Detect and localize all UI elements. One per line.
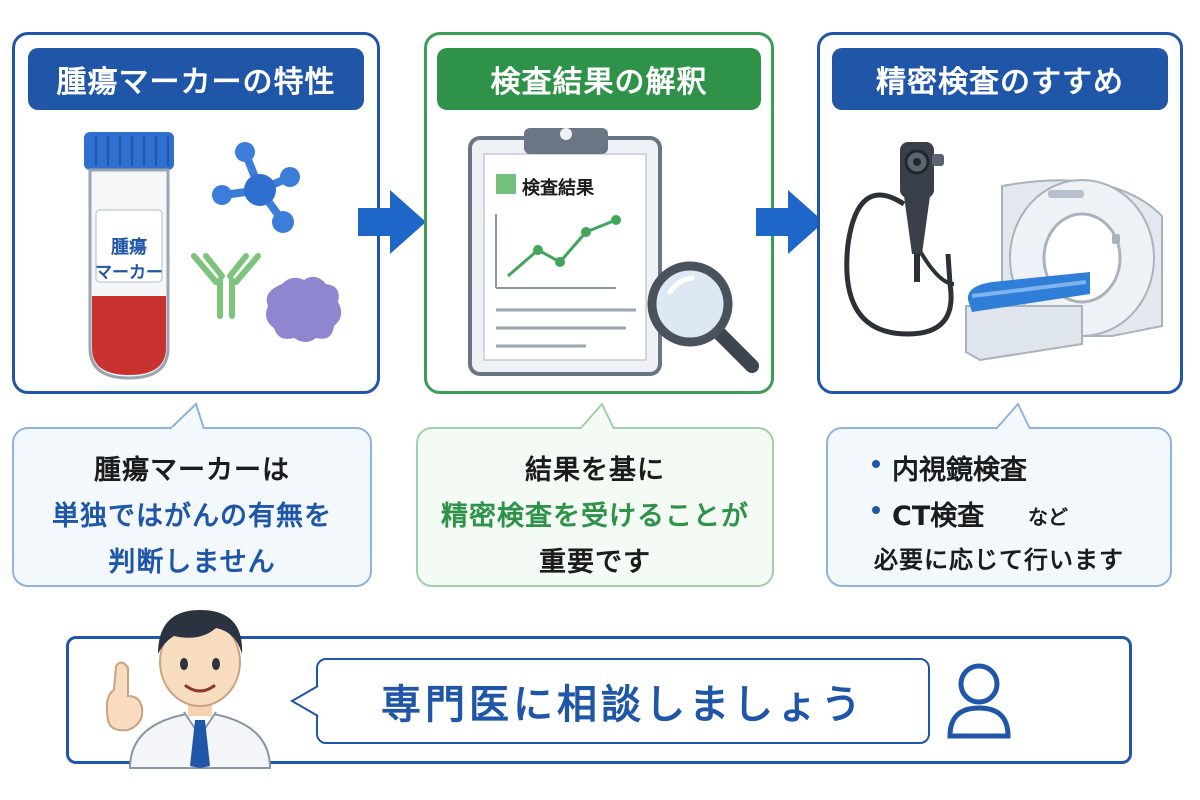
bubble-pointer xyxy=(169,402,205,431)
ct-scanner-icon xyxy=(965,179,1163,362)
bubble-middle-line3: 重要です xyxy=(539,547,651,578)
doctor-icon xyxy=(105,610,272,769)
arrow-right-icon-2 xyxy=(756,190,824,254)
test-tube-icon xyxy=(84,132,174,380)
bubble-exams xyxy=(826,427,1172,587)
bullet-dot-2 xyxy=(872,506,880,514)
molecule-icon xyxy=(212,142,300,233)
bullet-dot-1 xyxy=(872,460,880,468)
bubble-left-line3: 判断しません xyxy=(108,547,276,578)
footer-speech-box xyxy=(316,658,930,744)
magnifier-icon xyxy=(647,261,759,373)
report-label: 検査結果 xyxy=(522,178,594,199)
tube-label-line1: 腫瘍 xyxy=(111,237,147,258)
footer-speech-pointer xyxy=(289,685,320,717)
tube-label-line2: マーカー xyxy=(95,263,163,283)
panel-title-result-interpretation: 検査結果の解釈 xyxy=(437,48,761,110)
bubble-right-bullet2: CT検査 xyxy=(892,501,985,532)
bubble-result xyxy=(416,427,774,587)
bubble-right-line3: 必要に応じて行います xyxy=(874,546,1124,574)
antibody-icon xyxy=(191,253,261,319)
bubble-left-line1: 腫瘍マーカーは xyxy=(94,455,290,486)
footer-message: 専門医に相談しましょう xyxy=(381,682,865,728)
bubble-right-bullet1: 内視鏡検査 xyxy=(892,455,1027,486)
cell-blob-icon xyxy=(266,276,342,342)
bubble-middle-line2: 精密検査を受けることが xyxy=(441,501,749,532)
bubble-pointer-3 xyxy=(995,402,1031,431)
panel-title-detailed-exam: 精密検査のすすめ xyxy=(832,48,1168,110)
bubble-pointer-2 xyxy=(579,402,615,431)
bubble-middle-line1: 結果を基に xyxy=(525,455,665,486)
clipboard-icon xyxy=(468,128,662,376)
endoscope-icon xyxy=(844,142,955,337)
bubble-left-line2: 単独ではがんの有無を xyxy=(52,501,332,532)
arrow-right-icon xyxy=(358,190,426,254)
bubble-right-bullet2-suffix: など xyxy=(1028,505,1068,529)
bubble-tumor-marker xyxy=(12,427,372,587)
user-icon xyxy=(947,663,1011,739)
panel-title-tumor-marker: 腫瘍マーカーの特性 xyxy=(28,48,364,110)
